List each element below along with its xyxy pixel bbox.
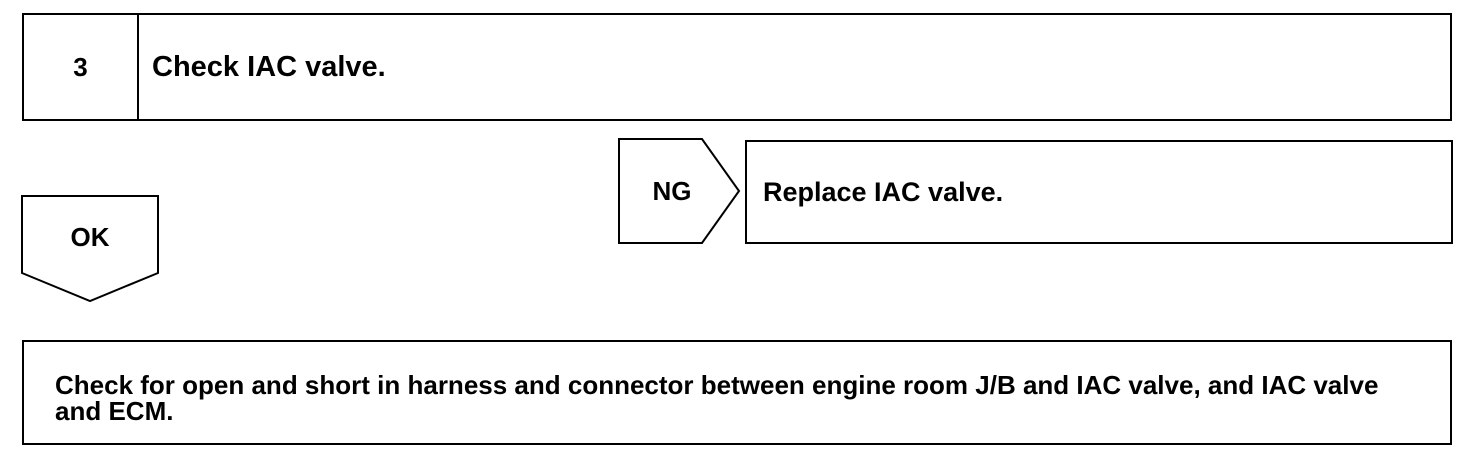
ng-action-box: Replace IAC valve. [745, 140, 1453, 244]
ng-arrow-shape [618, 138, 741, 244]
step-title: Check IAC valve. [152, 50, 386, 83]
ng-label: NG [652, 176, 692, 206]
ok-action-text: Check for open and short in harness and … [55, 370, 1379, 426]
step-number: 3 [24, 15, 139, 119]
ok-action-box: Check for open and short in harness and … [22, 340, 1452, 445]
ok-label: OK [70, 222, 110, 252]
step-header-box: 3 Check IAC valve. [22, 13, 1452, 121]
ng-action-text: Replace IAC valve. [763, 176, 1004, 207]
ok-arrow-shape [21, 195, 159, 303]
